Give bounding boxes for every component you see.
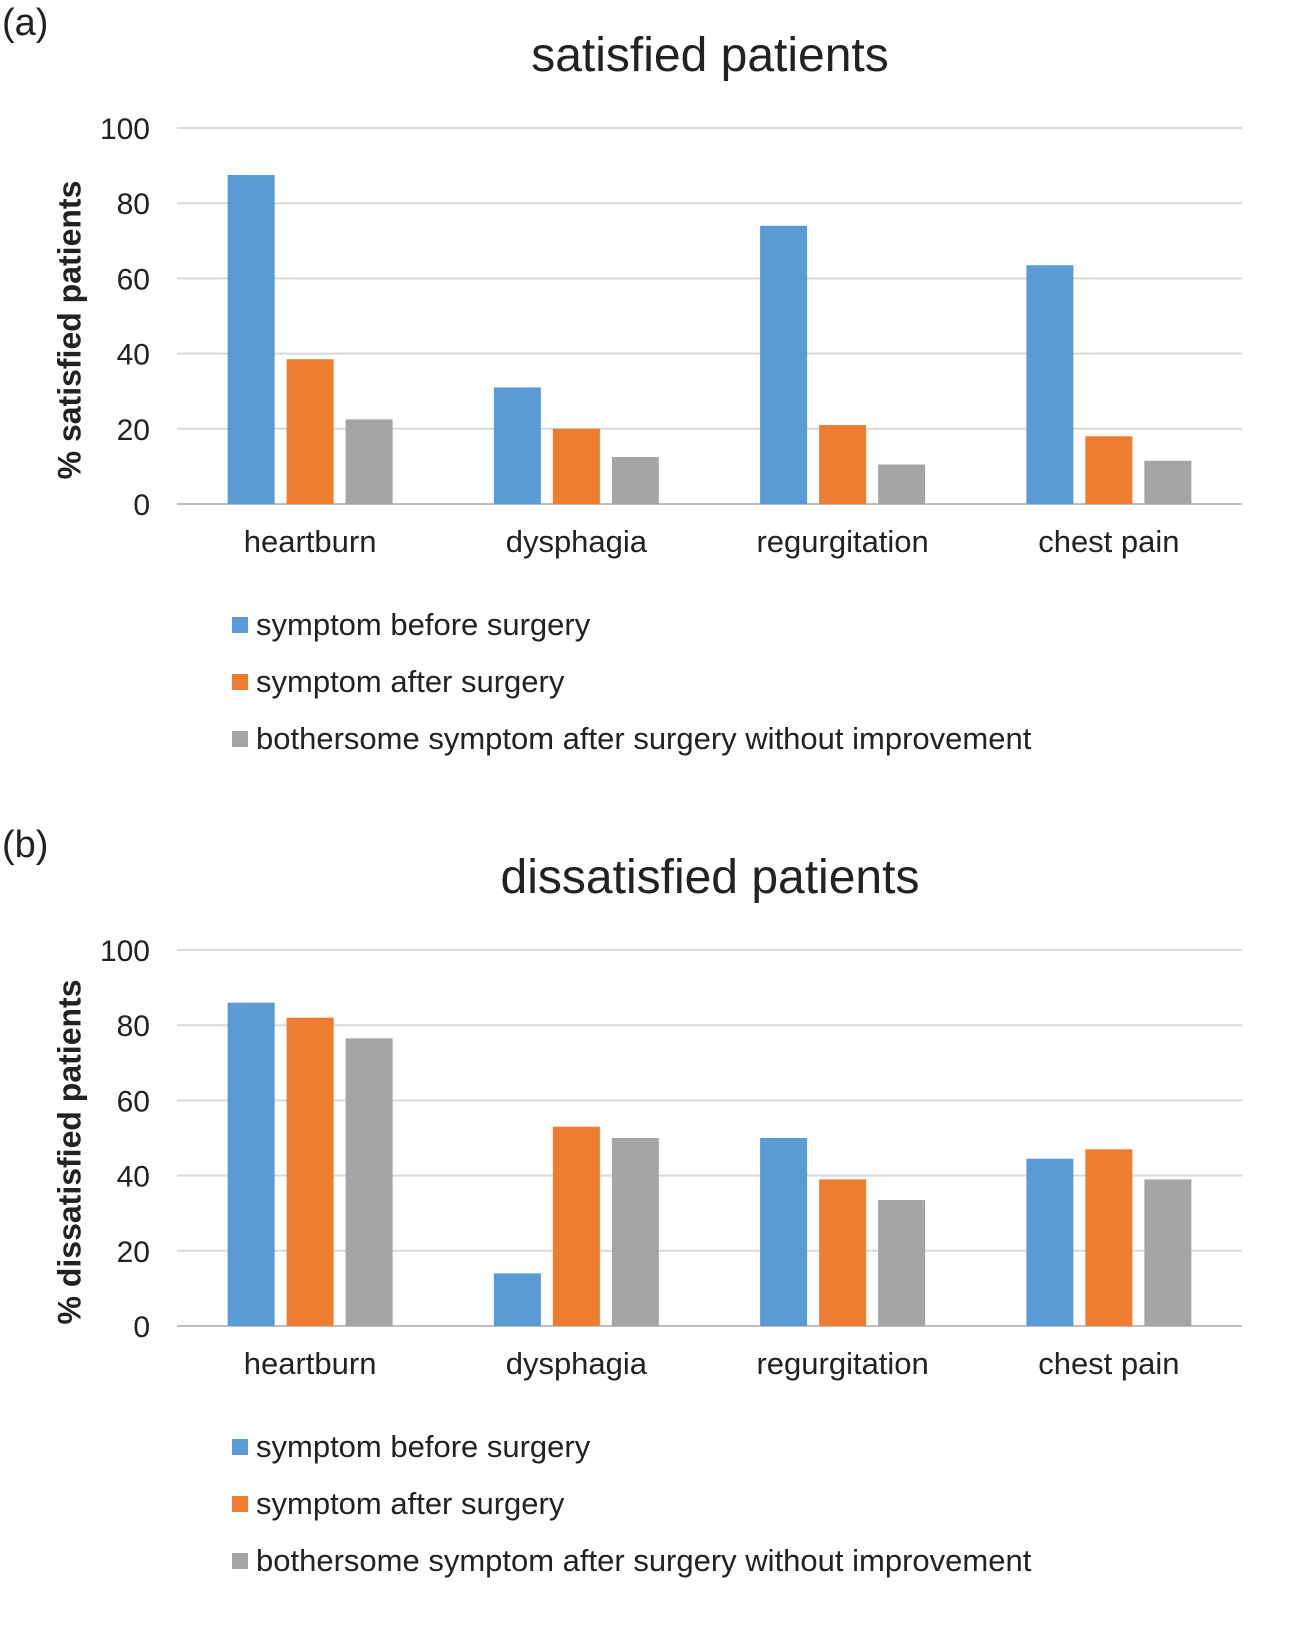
legend-item-bothersome: bothersome symptom after surgery without…: [232, 710, 1031, 767]
legend-label-bothersome: bothersome symptom after surgery without…: [256, 1542, 1032, 1578]
legend-swatch-bothersome: [232, 1552, 248, 1569]
y-tick-label: 100: [100, 935, 150, 968]
bar: [345, 1038, 393, 1326]
chart-title: dissatisfied patients: [500, 851, 920, 904]
panel-label: (b): [2, 824, 49, 866]
y-tick-label: 40: [117, 339, 150, 372]
panel-label: (a): [2, 2, 49, 44]
legend-label-after: symptom after surgery: [256, 663, 565, 699]
bar: [286, 1017, 334, 1326]
bar-chart-plot: 0 20 40 60 80 100 heartburn dysphagia regurgitat…: [100, 935, 1242, 1381]
bar: [345, 419, 393, 504]
legend-label-before: symptom before surgery: [256, 606, 591, 642]
legend-swatch-bothersome: [232, 730, 248, 747]
y-tick-label: 60: [117, 1085, 150, 1118]
bar: [286, 359, 334, 504]
legend-item-before: symptom before surgery: [232, 596, 1031, 653]
legend-swatch-after: [232, 673, 248, 690]
bar: [1144, 1179, 1192, 1326]
legend-label-before: symptom before surgery: [256, 1428, 591, 1464]
y-tick-label: 80: [117, 188, 150, 221]
legend-label-after: symptom after surgery: [256, 1485, 565, 1521]
legend-swatch-before: [232, 1438, 248, 1455]
bar: [611, 457, 659, 504]
y-tick-label: 0: [133, 1311, 150, 1344]
x-tick-label: chest pain: [1038, 524, 1179, 559]
x-tick-label: heartburn: [244, 524, 377, 559]
x-tick-label: regurgitation: [756, 1346, 928, 1381]
y-tick-label: 40: [117, 1161, 150, 1194]
bar: [493, 1273, 541, 1326]
legend-item-after: symptom after surgery: [232, 653, 1031, 710]
bar: [1026, 265, 1074, 504]
x-tick-label: heartburn: [244, 1346, 377, 1381]
bar: [611, 1138, 659, 1326]
legend-swatch-after: [232, 1495, 248, 1512]
legend-item-before: symptom before surgery: [232, 1418, 1031, 1475]
y-tick-label: 0: [133, 489, 150, 522]
legend-item-after: symptom after surgery: [232, 1475, 1031, 1532]
bar-chart-plot: 0 20 40 60 80 100 heartburn dysphagia regurgitat…: [100, 113, 1242, 559]
x-tick-label: dysphagia: [506, 524, 648, 559]
bar: [819, 425, 867, 504]
y-tick-label: 80: [117, 1010, 150, 1043]
legend-swatch-before: [232, 616, 248, 633]
x-tick-label: dysphagia: [506, 1346, 648, 1381]
y-tick-label: 100: [100, 113, 150, 146]
bar: [1085, 1149, 1133, 1326]
legend-item-bothersome: bothersome symptom after surgery without…: [232, 1532, 1031, 1589]
y-tick-label: 20: [117, 414, 150, 447]
bar: [878, 1200, 926, 1326]
chart-panel-dissatisfied: (b) dissatisfied patients % dissatisfied…: [0, 822, 1299, 1638]
x-tick-label: regurgitation: [756, 524, 928, 559]
chart-legend: symptom before surgery symptom after sur…: [232, 1418, 1031, 1589]
x-tick-label: chest pain: [1038, 1346, 1179, 1381]
bar: [760, 225, 808, 504]
y-tick-label: 20: [117, 1236, 150, 1269]
bar: [227, 1002, 275, 1326]
bar: [552, 1126, 600, 1326]
chart-title: satisfied patients: [531, 29, 889, 82]
chart-legend: symptom before surgery symptom after sur…: [232, 596, 1031, 767]
bar: [1026, 1158, 1074, 1326]
bar: [493, 387, 541, 504]
y-tick-label: 60: [117, 263, 150, 296]
bar: [552, 428, 600, 504]
bar: [819, 1179, 867, 1326]
legend-label-bothersome: bothersome symptom after surgery without…: [256, 720, 1032, 756]
chart-panel-satisfied: (a) satisfied patients % satisfied patie…: [0, 0, 1299, 810]
bar: [227, 175, 275, 504]
bar: [760, 1138, 808, 1326]
bar: [1144, 460, 1192, 504]
bar: [1085, 436, 1133, 504]
bar: [878, 464, 926, 504]
